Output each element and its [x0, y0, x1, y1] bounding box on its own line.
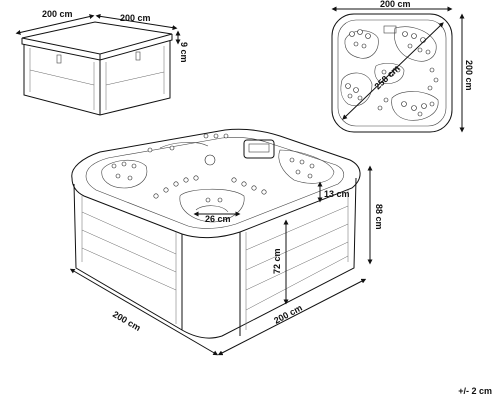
seat-lip — [195, 205, 229, 213]
top-width-label: 200 cm — [380, 0, 411, 9]
top-view-dimensions: 200 cm 200 cm 258 cm — [331, 0, 474, 133]
seat-width-label: 26 cm — [205, 214, 231, 224]
main-height-label: 88 cm — [374, 204, 384, 230]
inner-depth-label: 72 cm — [272, 248, 282, 274]
tub-body — [23, 41, 171, 116]
main-jets — [111, 133, 315, 203]
main-width-label-2: 200 cm — [272, 303, 304, 326]
seat — [394, 26, 437, 62]
tub-rim — [71, 128, 361, 239]
closed-tub-dimensions: 200 cm 200 cm 9 cm — [15, 9, 189, 63]
open-tub-view — [71, 128, 361, 339]
small-width-label-2: 200 cm — [120, 13, 151, 23]
step-height-label: 13 cm — [324, 189, 350, 199]
top-height-label: 200 cm — [464, 60, 474, 91]
headrest-pillow — [243, 139, 275, 159]
closed-tub-view — [21, 21, 173, 116]
main-width-label-1: 200 cm — [111, 309, 142, 333]
diagonal-label: 258 cm — [372, 63, 401, 91]
lid-clip — [56, 54, 62, 64]
small-width-label-1: 200 cm — [42, 9, 73, 19]
small-height-label: 9 cm — [179, 42, 189, 63]
lid-clip — [135, 51, 141, 61]
top-outline — [331, 13, 453, 133]
tolerance-note: +/- 2 cm — [458, 386, 492, 396]
seat — [101, 159, 148, 189]
open-tub-dimensions: 200 cm 200 cm 88 cm 72 cm 13 cm 26 cm — [69, 165, 384, 356]
waterfall-jet — [204, 154, 216, 166]
